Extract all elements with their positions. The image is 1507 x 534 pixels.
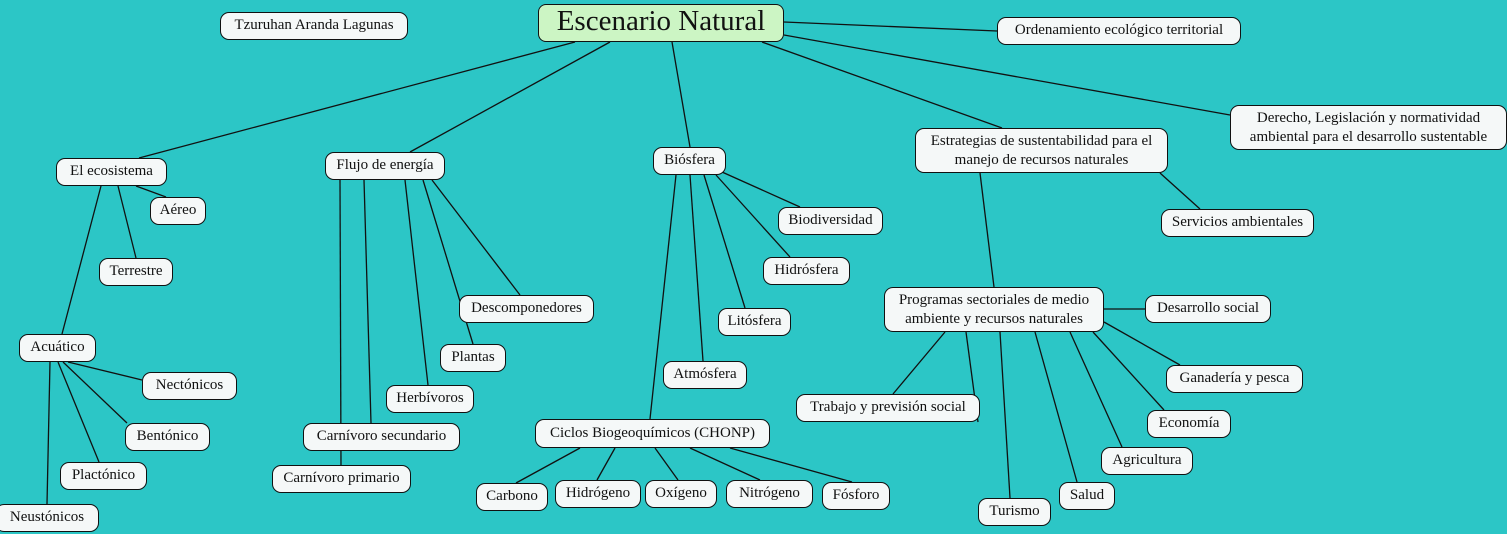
edge-ciclos-to-oxigeno (654, 447, 679, 481)
node-descomponedores[interactable]: Descomponedores (459, 295, 594, 323)
edge-root-to-ordenamiento (783, 21, 998, 32)
node-derecho[interactable]: Derecho, Legislación y normatividad ambi… (1230, 105, 1507, 150)
node-aereo[interactable]: Aéreo (150, 197, 206, 225)
node-herbivoros[interactable]: Herbívoros (386, 385, 474, 413)
node-ganaderia[interactable]: Ganadería y pesca (1166, 365, 1303, 393)
edge-root-to-derecho (783, 34, 1231, 116)
edge-ecosistema-to-acuatico (61, 185, 102, 335)
node-litosfera[interactable]: Litósfera (718, 308, 791, 336)
node-ordenamiento[interactable]: Ordenamiento ecológico territorial (997, 17, 1241, 45)
edge-programas-to-turismo (999, 331, 1011, 499)
node-programas[interactable]: Programas sectoriales de medio ambiente … (884, 287, 1104, 332)
node-turismo[interactable]: Turismo (978, 498, 1051, 526)
node-carnivoro_sec[interactable]: Carnívoro secundario (303, 423, 460, 451)
edge-biosfera-to-atmosfera (689, 174, 704, 362)
edge-ecosistema-to-aereo (135, 185, 167, 198)
edge-estrategias-to-servicios (1159, 172, 1201, 210)
edge-acuatico-to-plactonico (57, 361, 100, 463)
node-nitrogeno[interactable]: Nitrógeno (726, 480, 813, 508)
node-desarrollo_social[interactable]: Desarrollo social (1145, 295, 1271, 323)
edge-biosfera-to-biodiversidad (721, 171, 801, 208)
edge-root-to-estrategias (761, 41, 1003, 129)
edge-programas-to-salud (1034, 331, 1078, 483)
node-flujo[interactable]: Flujo de energía (325, 152, 445, 180)
edge-root-to-biosfera (671, 41, 691, 148)
edge-flujo-to-descomponedores (431, 179, 521, 296)
node-hidrosfera[interactable]: Hidrósfera (763, 257, 850, 285)
node-agricultura[interactable]: Agricultura (1101, 447, 1193, 475)
node-economia[interactable]: Economía (1147, 410, 1231, 438)
edge-ciclos-to-fosforo (729, 447, 853, 483)
edge-ciclos-to-hidrogeno (596, 447, 616, 481)
edge-root-to-ecosistema (138, 41, 576, 159)
node-bentonico[interactable]: Bentónico (125, 423, 210, 451)
node-author[interactable]: Tzuruhan Aranda Lagunas (220, 12, 408, 40)
node-biosfera[interactable]: Biósfera (653, 147, 726, 175)
node-hidrogeno[interactable]: Hidrógeno (555, 480, 641, 508)
edge-root-to-flujo (409, 41, 611, 153)
edge-programas-to-agricultura (1069, 331, 1123, 448)
node-servicios[interactable]: Servicios ambientales (1161, 209, 1314, 237)
node-acuatico[interactable]: Acuático (19, 334, 96, 362)
node-fosforo[interactable]: Fósforo (822, 482, 890, 510)
edge-ciclos-to-carbono (515, 447, 581, 484)
edge-flujo-to-herbivoros (404, 179, 429, 386)
edge-ciclos-to-nitrogeno (689, 447, 761, 481)
node-estrategias[interactable]: Estrategias de sustentabilidad para el m… (915, 128, 1168, 173)
node-carnivoro_pri[interactable]: Carnívoro primario (272, 465, 411, 493)
node-ecosistema[interactable]: El ecosistema (56, 158, 167, 186)
edge-programas-to-economia (1092, 331, 1165, 411)
node-biodiversidad[interactable]: Biodiversidad (778, 207, 883, 235)
edge-programas-to-ganaderia (1103, 321, 1181, 366)
edge-acuatico-to-neustonicos (46, 361, 51, 505)
edge-flujo-to-carnivoro_sec (363, 179, 372, 424)
node-carbono[interactable]: Carbono (476, 483, 548, 511)
edge-acuatico-to-bentonico (62, 361, 128, 424)
edge-programas-to-trabajo (892, 331, 946, 395)
node-salud[interactable]: Salud (1059, 482, 1115, 510)
node-trabajo[interactable]: Trabajo y previsión social (796, 394, 980, 422)
node-plantas[interactable]: Plantas (440, 344, 506, 372)
edge-biosfera-to-litosfera (703, 174, 746, 309)
node-nectonicos[interactable]: Nectónicos (142, 372, 237, 400)
node-terrestre[interactable]: Terrestre (99, 258, 173, 286)
node-ciclos[interactable]: Ciclos Biogeoquímicos (CHONP) (535, 419, 770, 448)
node-plactonico[interactable]: Plactónico (60, 462, 147, 490)
node-oxigeno[interactable]: Oxígeno (645, 480, 717, 508)
node-root[interactable]: Escenario Natural (538, 4, 784, 42)
edge-ecosistema-to-terrestre (117, 185, 137, 259)
edge-estrategias-to-programas (979, 172, 995, 288)
node-atmosfera[interactable]: Atmósfera (663, 361, 747, 389)
edge-acuatico-to-nectonicos (67, 361, 143, 381)
node-neustonicos[interactable]: Neustónicos (0, 504, 99, 532)
